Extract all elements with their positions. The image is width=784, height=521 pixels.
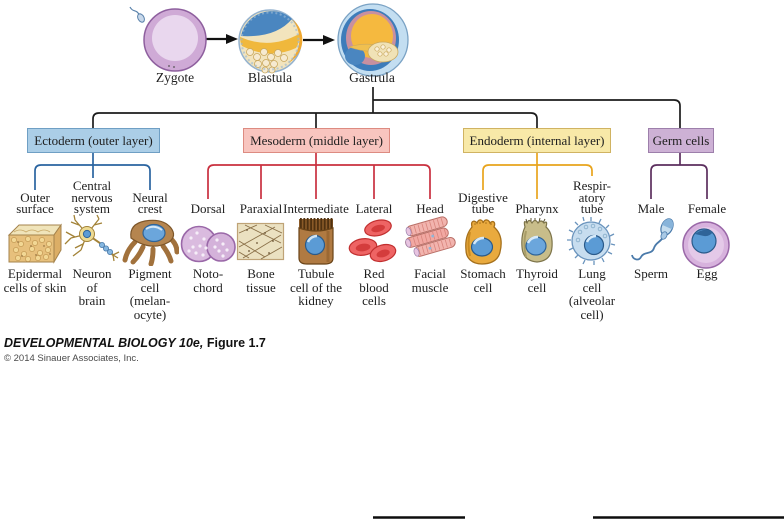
caption-figure-number: Figure 1.7 bbox=[206, 336, 266, 350]
stage-label-blastula: Blastula bbox=[247, 70, 293, 85]
cell-label-epidermal: Epidermal cells of skin bbox=[3, 266, 67, 295]
arrow-right-icon bbox=[303, 35, 335, 45]
branch-female: Female bbox=[687, 201, 727, 217]
cell-label-muscle: Facial muscle bbox=[411, 266, 449, 295]
bone-tissue-icon bbox=[236, 222, 285, 261]
cell-label-rbc: Red blood cells bbox=[359, 266, 389, 308]
cell-label-stomach: Stomach cell bbox=[460, 266, 506, 295]
ectoderm-box: Ectoderm (outer layer) bbox=[27, 128, 160, 153]
endoderm-box: Endoderm (internal layer) bbox=[463, 128, 611, 153]
branch-lateral: Lateral bbox=[355, 201, 393, 217]
stage-label-zygote: Zygote bbox=[155, 70, 195, 85]
cell-label-thyroid: Thyroid cell bbox=[516, 266, 558, 295]
facial-muscle-icon bbox=[405, 216, 456, 257]
sperm-icon bbox=[631, 218, 674, 261]
cell-label-pigment: Pigment cell (melan- ocyte) bbox=[128, 266, 172, 322]
cell-label-bone: Bone tissue bbox=[246, 266, 276, 295]
germ-cells-box: Germ cells bbox=[648, 128, 714, 153]
cell-label-sperm: Sperm bbox=[634, 266, 668, 281]
lung-cell-icon bbox=[567, 216, 616, 265]
branch-male: Male bbox=[637, 201, 665, 217]
egg-icon bbox=[682, 221, 730, 269]
branch-digestive-tube: Digestive tube bbox=[458, 189, 508, 217]
arrow-right-icon bbox=[206, 34, 238, 44]
neuron-icon bbox=[64, 214, 120, 262]
caption-copyright: © 2014 Sinauer Associates, Inc. bbox=[4, 353, 139, 364]
cell-label-notochord: Noto- chord bbox=[192, 266, 224, 295]
kidney-tubule-icon bbox=[298, 218, 334, 265]
cell-label-neuron: Neuron of brain bbox=[72, 266, 112, 308]
red-blood-cells-icon bbox=[348, 219, 397, 263]
caption-book-title: DEVELOPMENTAL BIOLOGY 10e, bbox=[4, 336, 204, 350]
branch-head: Head bbox=[416, 201, 444, 217]
figure-caption: DEVELOPMENTAL BIOLOGY 10e, Figure 1.7 © … bbox=[4, 336, 266, 364]
branch-intermediate: Intermediate bbox=[283, 201, 349, 217]
blastula-icon bbox=[238, 9, 303, 74]
branch-respiratory-tube: Respir- atory tube bbox=[572, 178, 611, 217]
branch-dorsal: Dorsal bbox=[190, 201, 226, 217]
branch-cns: Central nervous system bbox=[71, 178, 113, 217]
mesoderm-box: Mesoderm (middle layer) bbox=[243, 128, 390, 153]
cell-label-tubule: Tubule cell of the kidney bbox=[290, 266, 342, 308]
stomach-cell-icon bbox=[465, 219, 502, 265]
notochord-icon bbox=[180, 225, 236, 263]
thyroid-cell-icon bbox=[521, 217, 553, 263]
cell-label-egg: Egg bbox=[696, 266, 718, 281]
gastrula-icon bbox=[337, 3, 409, 77]
branch-paraxial: Paraxial bbox=[239, 201, 283, 217]
stage-label-gastrula: Gastrula bbox=[349, 70, 395, 85]
pigment-cell-icon bbox=[122, 219, 179, 266]
branch-pharynx: Pharynx bbox=[515, 201, 559, 217]
zygote-icon bbox=[129, 6, 207, 72]
branch-neural-crest: Neural crest bbox=[132, 189, 168, 217]
cell-label-lung: Lung cell (alveolar cell) bbox=[568, 266, 616, 322]
epidermal-skin-icon bbox=[7, 223, 62, 264]
branch-outer-surface: Outer surface bbox=[16, 189, 54, 217]
